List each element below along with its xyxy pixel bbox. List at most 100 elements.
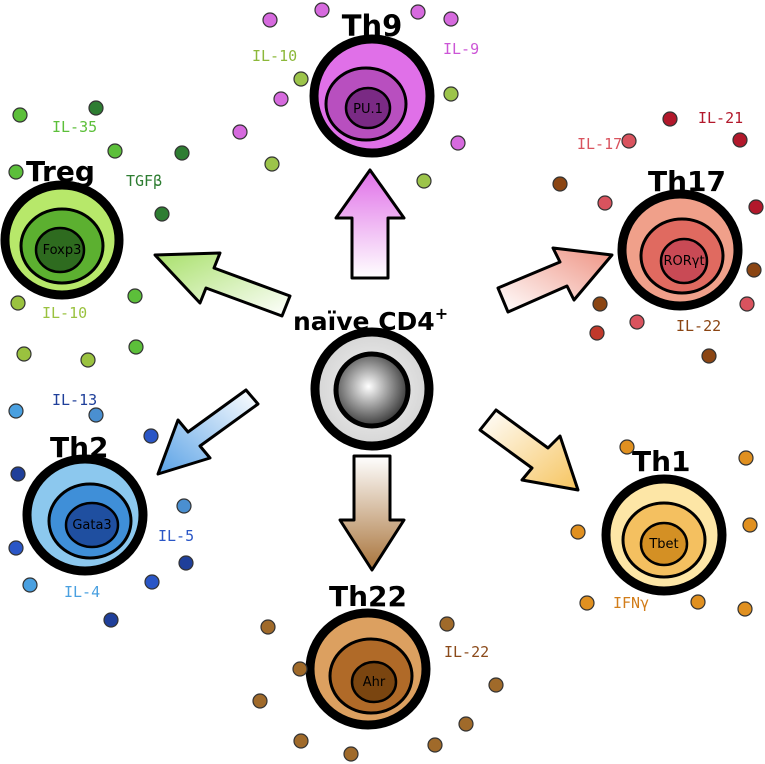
cytokine-dot bbox=[88, 407, 104, 423]
treg-il35-label: IL-35 bbox=[52, 118, 97, 136]
th22-cell: Ahr bbox=[305, 608, 431, 730]
cytokine-dot bbox=[443, 11, 459, 27]
th2-name: Th2 bbox=[50, 431, 109, 464]
cytokine-dot bbox=[103, 612, 119, 628]
cytokine-dot bbox=[232, 124, 248, 140]
cytokine-dot bbox=[88, 100, 104, 116]
cytokine-dot bbox=[552, 176, 568, 192]
cytokine-dot bbox=[154, 206, 170, 222]
th2-cell: Gata3 bbox=[22, 454, 148, 576]
cytokine-dot bbox=[597, 195, 613, 211]
cytokine-dot bbox=[746, 262, 762, 278]
cytokine-dot bbox=[732, 132, 748, 148]
cytokine-dot bbox=[488, 677, 504, 693]
cytokine-dot bbox=[416, 173, 432, 189]
cytokine-dot bbox=[619, 439, 635, 455]
cytokine-dot bbox=[10, 295, 26, 311]
cytokine-dot bbox=[701, 348, 717, 364]
th17-transcription-factor: RORγt bbox=[663, 254, 704, 269]
cytokine-dot bbox=[144, 574, 160, 590]
cytokine-dot bbox=[80, 352, 96, 368]
cytokine-dot bbox=[128, 339, 144, 355]
cytokine-dot bbox=[450, 135, 466, 151]
th1-transcription-factor: Tbet bbox=[648, 537, 678, 552]
treg-cell: Foxp3 bbox=[0, 180, 124, 300]
cytokine-dot bbox=[264, 156, 280, 172]
cytokine-dot bbox=[8, 164, 24, 180]
arrow-to-treg bbox=[153, 251, 292, 318]
cytokine-dot bbox=[252, 693, 268, 709]
th17-cell: RORγt bbox=[617, 189, 743, 311]
cytokine-dot bbox=[343, 746, 359, 762]
cytokine-dot bbox=[293, 71, 309, 87]
th22-name: Th22 bbox=[329, 580, 407, 613]
th17-il22-label: IL-22 bbox=[676, 317, 721, 335]
treg-il10-label: IL-10 bbox=[42, 304, 87, 322]
cytokine-dot bbox=[458, 716, 474, 732]
th1-ifng-label: IFNγ bbox=[613, 594, 649, 612]
cytokine-dot bbox=[22, 577, 38, 593]
cytokine-dot bbox=[127, 288, 143, 304]
th2-transcription-factor: Gata3 bbox=[72, 518, 111, 533]
th9-cell: PU.1 bbox=[309, 34, 435, 158]
th2-il4-label: IL-4 bbox=[64, 583, 100, 601]
arrow-to-th17 bbox=[496, 246, 614, 314]
cytokine-dot bbox=[178, 555, 194, 571]
cytokine-dot bbox=[621, 133, 637, 149]
cytokine-dot bbox=[292, 661, 308, 677]
arrow-to-th22 bbox=[338, 454, 406, 572]
cytokine-dot bbox=[107, 143, 123, 159]
cytokine-dot bbox=[690, 594, 706, 610]
arrow-to-th9 bbox=[334, 168, 406, 280]
cytokine-dot bbox=[427, 737, 443, 753]
treg-tgfb-label: TGFβ bbox=[126, 172, 162, 190]
cytokine-dot bbox=[410, 4, 426, 20]
treg-name: Treg bbox=[26, 155, 95, 188]
cytokine-dot bbox=[662, 111, 678, 127]
cytokine-dot bbox=[273, 91, 289, 107]
th9-transcription-factor: PU.1 bbox=[353, 102, 383, 117]
cytokine-dot bbox=[443, 86, 459, 102]
cytokine-dot bbox=[262, 12, 278, 28]
naive-cd4-cell bbox=[310, 327, 434, 451]
cytokine-dot bbox=[589, 325, 605, 341]
cytokine-dot bbox=[592, 296, 608, 312]
cytokine-dot bbox=[12, 107, 28, 123]
th17-il17-label: IL-17 bbox=[577, 135, 622, 153]
th1-cell: Tbet bbox=[601, 474, 727, 596]
cytokine-dot bbox=[570, 524, 586, 540]
arrow-to-th2 bbox=[156, 388, 260, 476]
cytokine-dot bbox=[293, 733, 309, 749]
naive-cd4-label: naïve CD4+ bbox=[293, 304, 448, 336]
cytokine-dot bbox=[260, 619, 276, 635]
cytokine-dot bbox=[579, 595, 595, 611]
cytokine-dot bbox=[742, 517, 758, 533]
cytokine-dot bbox=[174, 145, 190, 161]
cytokine-dot bbox=[16, 346, 32, 362]
cytokine-dot bbox=[439, 616, 455, 632]
th9-il10-label: IL-10 bbox=[252, 47, 297, 65]
cytokine-dot bbox=[739, 296, 755, 312]
cytokine-dot bbox=[8, 403, 24, 419]
cytokine-dot bbox=[737, 601, 753, 617]
cytokine-dots bbox=[8, 2, 764, 762]
th1-name: Th1 bbox=[632, 445, 691, 478]
th9-il9-label: IL-9 bbox=[443, 40, 479, 58]
cytokine-dot bbox=[314, 2, 330, 18]
cytokine-dot bbox=[748, 199, 764, 215]
th2-il13-label: IL-13 bbox=[52, 391, 97, 409]
arrow-to-th1 bbox=[478, 408, 580, 492]
th22-il22-label: IL-22 bbox=[444, 643, 489, 661]
cytokine-dot bbox=[143, 428, 159, 444]
cytokine-dot bbox=[8, 540, 24, 556]
cytokine-dot bbox=[738, 450, 754, 466]
th22-transcription-factor: Ahr bbox=[363, 675, 386, 690]
cytokine-dot bbox=[176, 498, 192, 514]
th17-il21-label: IL-21 bbox=[698, 109, 743, 127]
th17-name: Th17 bbox=[648, 165, 726, 198]
cytokine-dot bbox=[629, 314, 645, 330]
th2-il5-label: IL-5 bbox=[158, 527, 194, 545]
th9-name: Th9 bbox=[342, 9, 403, 43]
